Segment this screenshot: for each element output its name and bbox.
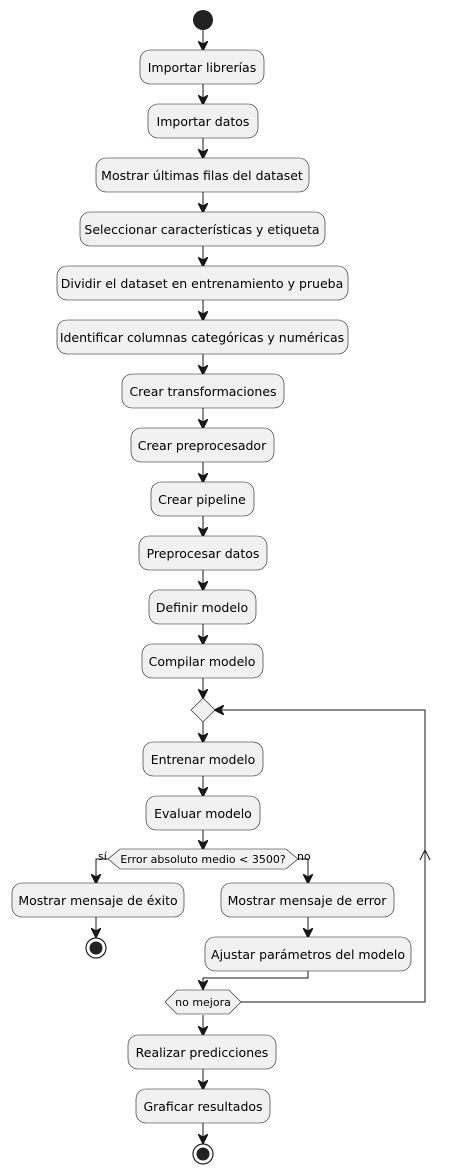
- node-label: Dividir el dataset en entrenamiento y pr…: [61, 276, 344, 291]
- node-dividir: Dividir el dataset en entrenamiento y pr…: [56, 265, 349, 301]
- node-entrenar-modelo: Entrenar modelo: [142, 741, 264, 777]
- node-mostrar-ultimas: Mostrar últimas filas del dataset: [95, 157, 310, 193]
- decision-loop-condition: no mejora: [164, 989, 242, 1015]
- node-realizar-predicciones: Realizar predicciones: [127, 1034, 277, 1070]
- node-importar-librerias: Importar librerías: [139, 49, 265, 85]
- node-identificar: Identificar columnas categóricas y numér…: [56, 319, 349, 355]
- node-label: Crear transformaciones: [129, 384, 276, 399]
- end-node-success: [85, 937, 107, 959]
- edges: [96, 30, 431, 1143]
- node-label: Importar datos: [157, 114, 250, 129]
- node-crear-preprocesador: Crear preprocesador: [130, 427, 275, 463]
- decision-label: Error absoluto medio < 3500?: [120, 853, 286, 866]
- node-label: Crear pipeline: [158, 492, 246, 507]
- node-label: Ajustar parámetros del modelo: [211, 947, 405, 962]
- node-label: Compilar modelo: [149, 654, 256, 669]
- node-label: Mostrar mensaje de error: [228, 893, 388, 908]
- no-branch-label: no: [297, 850, 311, 863]
- yes-branch-label: sí: [98, 850, 108, 863]
- node-crear-pipeline: Crear pipeline: [150, 481, 255, 517]
- node-crear-transformaciones: Crear transformaciones: [121, 373, 285, 409]
- node-mensaje-exito: Mostrar mensaje de éxito: [11, 882, 185, 918]
- node-mensaje-error: Mostrar mensaje de error: [220, 882, 395, 918]
- loop-merge-diamond: [190, 697, 216, 723]
- node-seleccionar: Seleccionar características y etiqueta: [79, 211, 326, 247]
- node-label: Preprocesar datos: [147, 546, 260, 561]
- node-importar-datos: Importar datos: [147, 103, 259, 139]
- end-node-final: [192, 1143, 214, 1165]
- node-label: Graficar resultados: [143, 1099, 262, 1114]
- node-ajustar: Ajustar parámetros del modelo: [204, 936, 412, 972]
- decision-label: no mejora: [175, 996, 231, 1009]
- node-compilar-modelo: Compilar modelo: [141, 643, 264, 679]
- node-definir-modelo: Definir modelo: [148, 589, 257, 625]
- node-label: Mostrar mensaje de éxito: [18, 893, 177, 908]
- node-evaluar-modelo: Evaluar modelo: [145, 795, 261, 831]
- node-label: Mostrar últimas filas del dataset: [101, 168, 303, 183]
- node-label: Definir modelo: [156, 600, 248, 615]
- node-label: Seleccionar características y etiqueta: [84, 222, 319, 237]
- node-label: Identificar columnas categóricas y numér…: [60, 330, 344, 345]
- node-label: Realizar predicciones: [136, 1045, 269, 1060]
- node-graficar: Graficar resultados: [135, 1088, 271, 1124]
- start-node: [193, 10, 213, 30]
- node-label: Importar librerías: [148, 60, 256, 75]
- decision-error-check: Error absoluto medio < 3500?: [107, 848, 299, 870]
- node-label: Evaluar modelo: [154, 806, 252, 821]
- node-label: Crear preprocesador: [138, 438, 267, 453]
- node-label: Entrenar modelo: [151, 752, 256, 767]
- node-preprocesar: Preprocesar datos: [138, 535, 268, 571]
